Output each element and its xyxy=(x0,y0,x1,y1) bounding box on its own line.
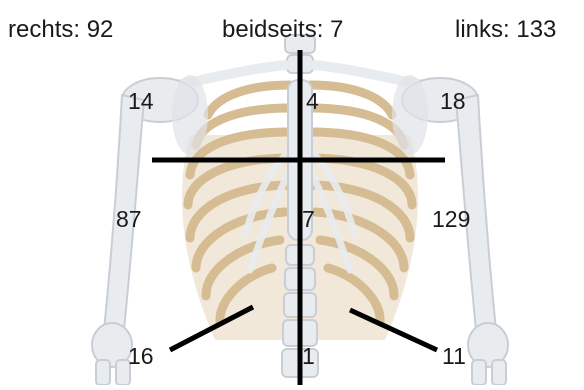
count-upper-middle: 4 xyxy=(306,90,319,113)
count-bottom-right: 16 xyxy=(128,345,154,368)
left-side-total-label: links: 133 xyxy=(455,18,556,42)
count-upper-left: 18 xyxy=(440,90,466,113)
count-lower-right: 87 xyxy=(116,208,142,231)
count-upper-right: 14 xyxy=(128,90,154,113)
count-lower-left: 129 xyxy=(432,208,470,231)
count-lower-middle: 7 xyxy=(302,208,315,231)
right-side-total-label: rechts: 92 xyxy=(8,18,113,42)
count-bottom-middle: 1 xyxy=(302,345,315,368)
count-bottom-left: 11 xyxy=(442,345,466,368)
both-sides-total-label: beidseits: 7 xyxy=(222,18,343,42)
